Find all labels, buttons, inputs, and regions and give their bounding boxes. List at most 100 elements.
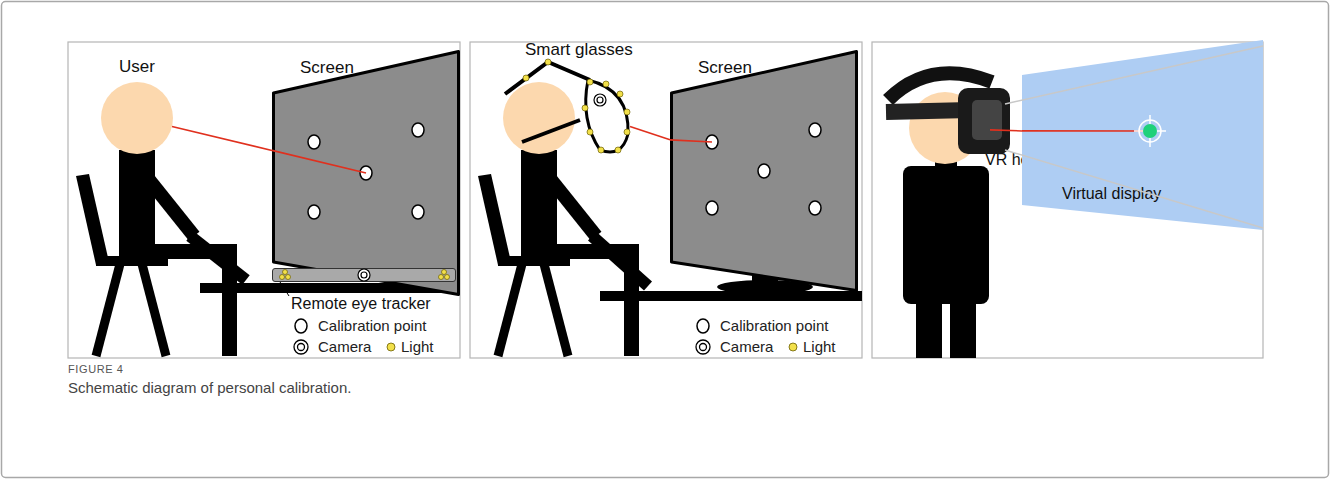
shin bbox=[624, 244, 639, 356]
calibration-points bbox=[706, 123, 821, 215]
gaze-line bbox=[272, 150, 366, 173]
leg bbox=[950, 296, 976, 358]
calibration-point bbox=[809, 123, 821, 137]
legend-sample bbox=[298, 344, 305, 351]
thigh bbox=[119, 244, 237, 259]
node-label: Screen bbox=[698, 58, 752, 78]
calibration-point bbox=[758, 164, 770, 178]
screen-shape bbox=[672, 52, 857, 291]
forearm bbox=[190, 236, 246, 280]
torso bbox=[521, 150, 557, 258]
legend-sample bbox=[700, 344, 707, 351]
light-symbol bbox=[598, 147, 604, 153]
figure-caption: Schematic diagram of personal calibratio… bbox=[68, 379, 351, 397]
light-symbol bbox=[615, 147, 621, 153]
light-symbol bbox=[283, 270, 288, 275]
light-symbol bbox=[442, 270, 447, 275]
view-frustum bbox=[1005, 46, 1263, 104]
headset-band bbox=[886, 110, 970, 112]
neck bbox=[935, 150, 957, 170]
node-label: Remote eye tracker bbox=[291, 294, 431, 313]
calibration-point bbox=[706, 201, 718, 215]
head bbox=[909, 92, 981, 164]
screen-shape bbox=[274, 52, 459, 295]
seated-person bbox=[76, 150, 246, 356]
glasses-arm bbox=[522, 120, 580, 142]
smart-glasses: Smart glasses bbox=[560, 85, 630, 145]
calibration-point bbox=[308, 205, 320, 219]
gaze-target bbox=[1134, 115, 1166, 147]
target-dot bbox=[1143, 124, 1157, 138]
legend-label: Calibration point bbox=[318, 317, 426, 335]
legend-samples bbox=[294, 319, 797, 354]
legend-label: Camera bbox=[318, 338, 371, 356]
chair-leg bbox=[544, 264, 568, 356]
legend-label: Calibration point bbox=[720, 317, 828, 335]
smart-glasses-art bbox=[505, 59, 630, 153]
chair-leg bbox=[142, 264, 166, 356]
vr-headset-art bbox=[886, 73, 1010, 154]
light-symbol bbox=[587, 79, 593, 85]
light-symbol bbox=[617, 91, 623, 97]
light-symbol bbox=[286, 275, 291, 280]
upper-arm bbox=[146, 176, 194, 236]
desk bbox=[600, 291, 862, 301]
calibration-point bbox=[360, 166, 372, 180]
calibration-point bbox=[412, 123, 424, 137]
chair-seat bbox=[498, 256, 570, 266]
target-cross bbox=[1149, 115, 1151, 147]
panel bbox=[470, 42, 862, 358]
glasses-arm bbox=[505, 62, 590, 94]
camera-symbol bbox=[594, 94, 606, 106]
legend-label: Light bbox=[803, 338, 836, 356]
screen: Screen bbox=[670, 50, 858, 292]
calibration-point bbox=[809, 201, 821, 215]
node-label: Virtual display bbox=[1062, 184, 1161, 203]
figure-number: FIGURE 4 bbox=[68, 363, 124, 376]
legend-label: Camera bbox=[720, 338, 773, 356]
light-symbol bbox=[439, 275, 444, 280]
headset-strap bbox=[888, 73, 992, 100]
target-ring bbox=[1139, 120, 1161, 142]
panel bbox=[68, 42, 460, 358]
shin bbox=[222, 244, 237, 356]
light-symbol bbox=[523, 75, 529, 81]
standing-person bbox=[903, 92, 989, 358]
calibration-point bbox=[412, 205, 424, 219]
legend-label: Light bbox=[401, 338, 434, 356]
calibration-point bbox=[706, 135, 718, 149]
gaze-line bbox=[630, 127, 670, 140]
camera-symbol bbox=[361, 272, 367, 278]
view-frustum bbox=[1005, 150, 1263, 228]
node-label: User bbox=[61, 57, 213, 77]
light-symbol bbox=[280, 275, 285, 280]
screen: Screen bbox=[272, 50, 460, 296]
node-label: Smart glasses bbox=[525, 40, 633, 60]
legend-sample bbox=[387, 343, 395, 351]
camera-symbol bbox=[358, 269, 370, 281]
forearm bbox=[592, 236, 648, 286]
virtual-display: Virtual display bbox=[1022, 40, 1263, 230]
light-symbol bbox=[624, 129, 630, 135]
node-label: Screen bbox=[300, 58, 354, 78]
light-symbol bbox=[445, 275, 450, 280]
legend-sample bbox=[697, 319, 709, 333]
legend-sample bbox=[696, 340, 710, 354]
camera-symbol bbox=[597, 97, 603, 103]
light-symbol bbox=[587, 129, 593, 135]
light-symbol bbox=[603, 81, 609, 87]
screen-outline bbox=[272, 50, 460, 296]
seated-person bbox=[478, 82, 648, 356]
head-circle: User bbox=[101, 82, 173, 154]
upper-arm bbox=[548, 176, 596, 236]
torso bbox=[903, 166, 989, 304]
target-cross bbox=[1134, 130, 1166, 132]
virtual-display-shape bbox=[1022, 40, 1263, 230]
vr-headset: VR headset bbox=[880, 80, 990, 176]
legend-sample bbox=[295, 319, 307, 333]
